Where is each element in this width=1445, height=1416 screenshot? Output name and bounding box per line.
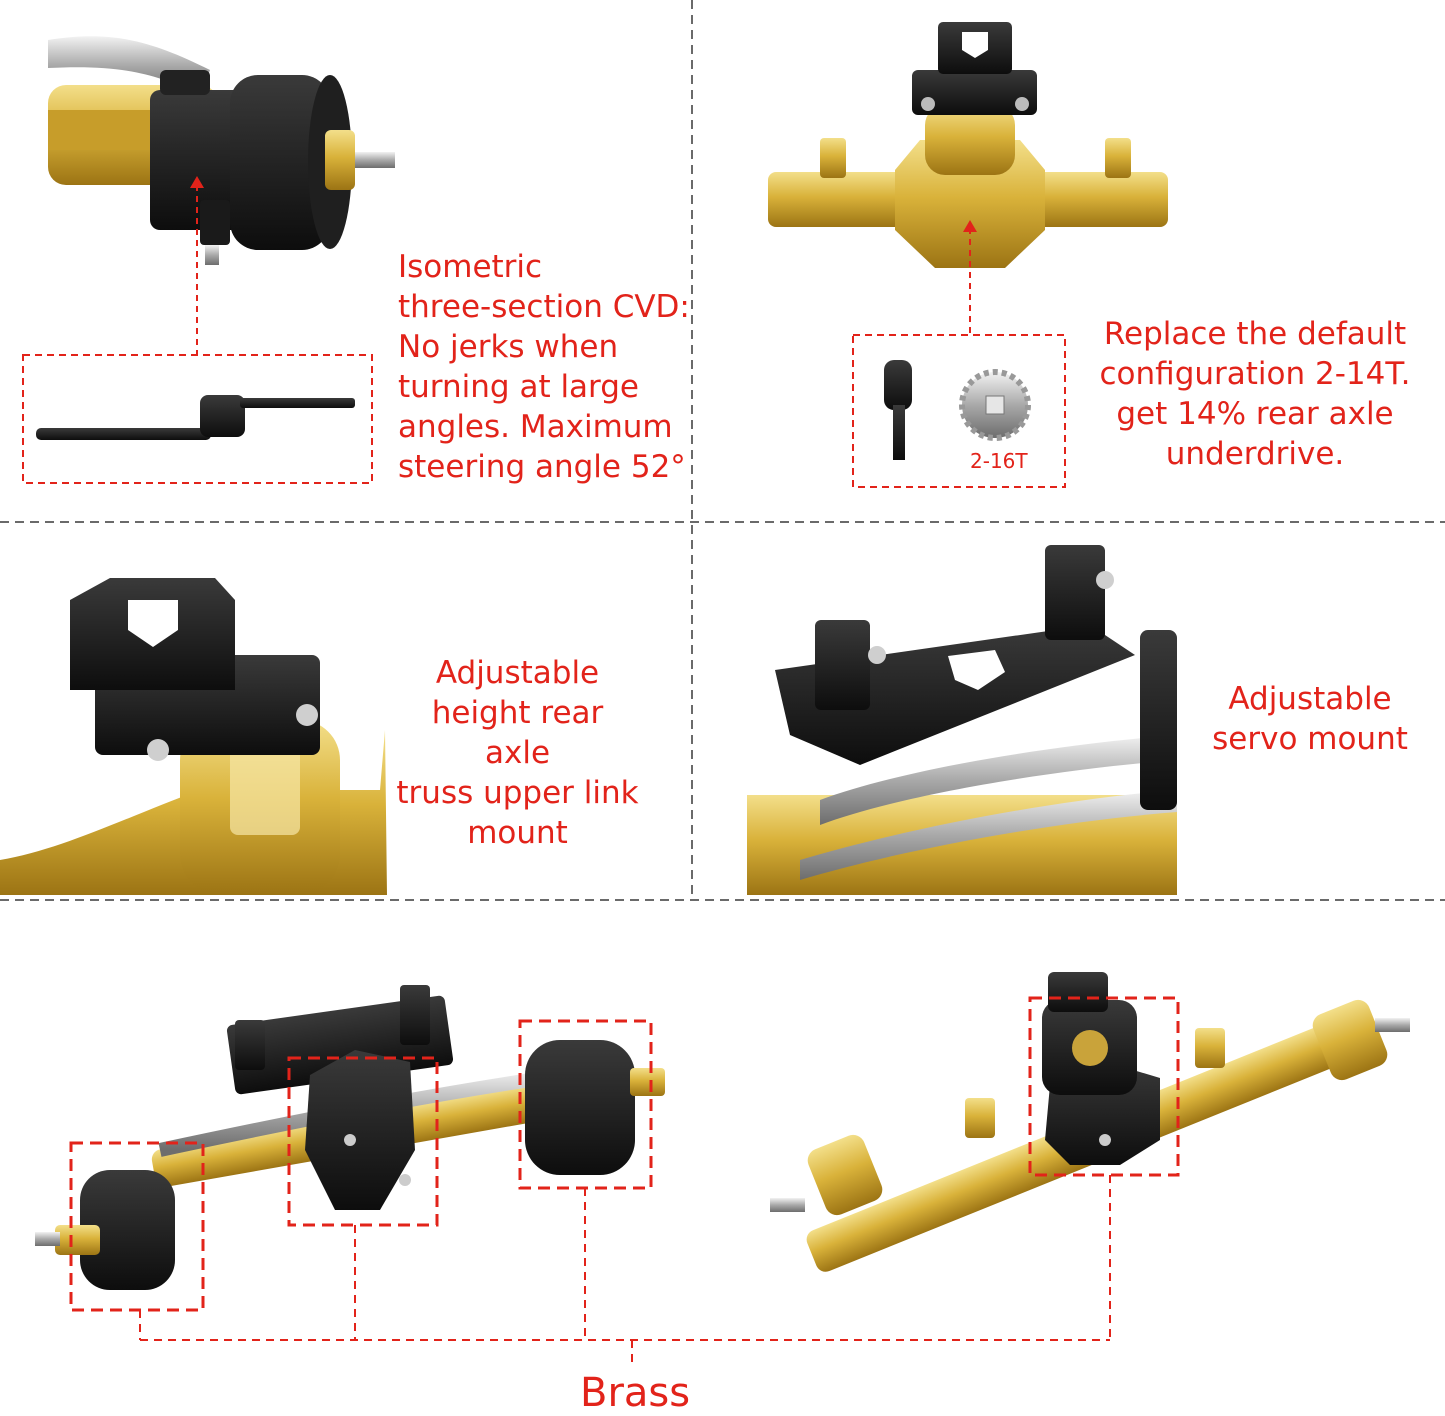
gear-caption-line: Replace the default: [1103, 316, 1407, 352]
gear-detail-box: [852, 334, 1066, 488]
brass-label: Brass: [580, 1370, 691, 1416]
servo-caption-line: Adjustable: [1228, 681, 1392, 717]
servo-caption-line: servo mount: [1212, 721, 1408, 757]
diff-housing-photo: [768, 22, 1168, 268]
cvd-caption-line: Isometric: [398, 249, 543, 285]
servo-caption: Adjustable servo mount: [1200, 679, 1420, 759]
servo-mount-photo: [747, 545, 1177, 895]
gear-caption-line: underdrive.: [1165, 436, 1345, 472]
cvd-caption-line: three-section CVD:: [398, 289, 690, 325]
cvd-caption-line: angles. Maximum: [398, 409, 673, 445]
truss-caption: Adjustable height rear axle truss upper …: [395, 653, 640, 853]
truss-caption-line: mount: [467, 815, 568, 851]
truss-caption-line: height rear axle: [431, 695, 604, 771]
cvd-shaft-photo: [36, 395, 355, 440]
spur-gear-photo: [959, 369, 1031, 441]
truss-caption-line: truss upper link: [396, 775, 639, 811]
front-axle-photo: [35, 985, 665, 1290]
truss-caption-line: Adjustable: [435, 655, 600, 691]
truss-mount-photo: [0, 578, 387, 895]
cvd-detail-box: [22, 354, 373, 484]
brass-connectors: [139, 1175, 1111, 1368]
pinion-gear-photo: [884, 360, 912, 460]
cvd-caption-line: turning at large: [398, 369, 640, 405]
gear-caption-line: get 14% rear axle: [1116, 396, 1394, 432]
cvd-joint-photo: [48, 36, 395, 265]
cvd-caption: Isometric three-section CVD: No jerks wh…: [398, 247, 690, 487]
gear-label: 2-16T: [970, 449, 1028, 473]
cvd-caption-line: steering angle 52°: [398, 449, 686, 485]
gear-caption: Replace the default configuration 2-14T.…: [1095, 314, 1415, 474]
gear-caption-line: configuration 2-14T.: [1099, 356, 1411, 392]
cvd-caption-line: No jerks when: [398, 329, 619, 365]
grid-dividers: [0, 0, 1445, 901]
rear-axle-photo: [770, 972, 1410, 1272]
